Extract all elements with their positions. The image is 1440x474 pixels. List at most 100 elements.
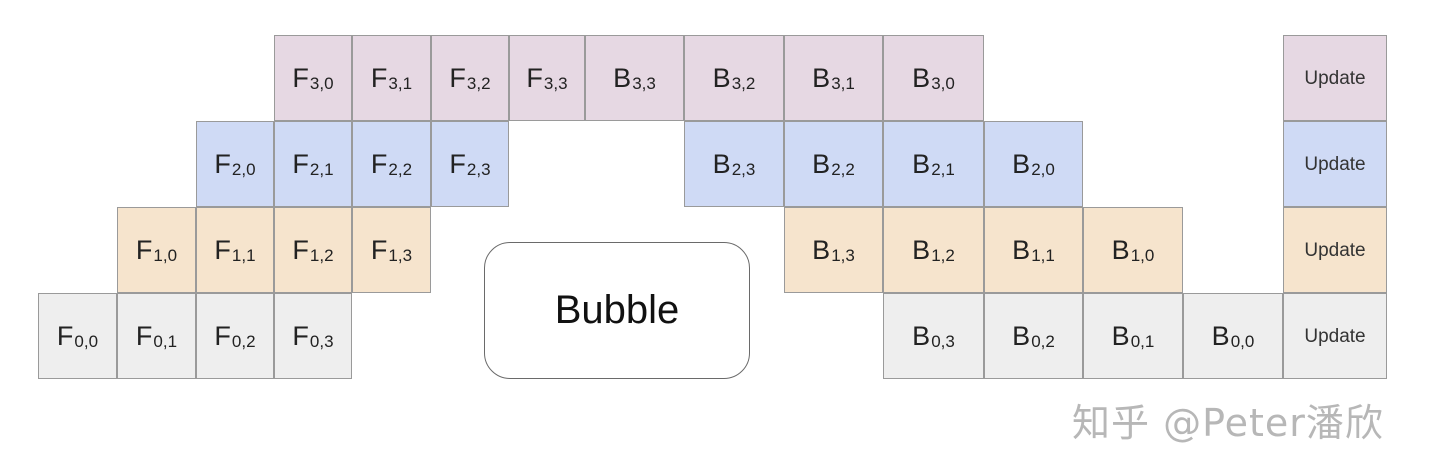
update-cell: Update — [1283, 121, 1387, 207]
cell-op-label: B — [912, 62, 931, 93]
cell-subscript: 2,1 — [309, 159, 334, 179]
cell-subscript: 3,2 — [731, 73, 756, 93]
cell-op-label: F — [370, 234, 388, 265]
cell-op-label: F — [292, 62, 309, 93]
cell-subscript: 1,1 — [1031, 245, 1055, 265]
cell-op-label: B — [812, 62, 831, 93]
cell-subscript: 0,2 — [231, 331, 256, 351]
cell-op-label: Update — [1304, 325, 1366, 347]
cell-subscript: 2,1 — [931, 159, 955, 179]
cell-op-label: Update — [1304, 239, 1366, 261]
cell-subscript: 3,1 — [831, 73, 855, 93]
cell-op-label: F — [214, 148, 231, 179]
cell-op-label: F — [292, 148, 309, 179]
cell-subscript: 3,3 — [543, 73, 568, 93]
cell-subscript: 2,3 — [466, 159, 491, 179]
cell-op-label: F — [292, 234, 309, 265]
cell-op-label: F — [526, 62, 543, 93]
cell-op-label: B — [812, 234, 831, 265]
cell-op-label: F — [370, 62, 388, 93]
watermark-text: 知乎 @Peter潘欣 — [1072, 401, 1384, 445]
bubble-box: Bubble — [484, 242, 750, 379]
cell-op-label: B — [1012, 320, 1031, 351]
cell-op-label: B — [1012, 148, 1031, 179]
cell-subscript: 0,3 — [931, 331, 955, 351]
cell-subscript: 3,1 — [388, 73, 413, 93]
cell-subscript: 1,1 — [231, 245, 256, 265]
cell-subscript: 1,3 — [831, 245, 855, 265]
cell-op-label: B — [1012, 234, 1031, 265]
update-cell: Update — [1283, 293, 1387, 379]
cell-op-label: Update — [1304, 67, 1366, 89]
cell-subscript: 0,3 — [309, 331, 334, 351]
cell-subscript: 1,0 — [1130, 245, 1155, 265]
cell-subscript: 3,0 — [309, 73, 334, 93]
cell-op-label: Update — [1304, 153, 1366, 175]
cell-op-label: F — [449, 148, 466, 179]
cell-op-label: B — [912, 234, 931, 265]
cell-op-label: B — [1211, 320, 1230, 351]
cell-op-label: F — [214, 320, 231, 351]
cell-op-label: F — [370, 148, 388, 179]
update-cell: Update — [1283, 35, 1387, 121]
cell-op-label: F — [135, 320, 153, 351]
cell-subscript: 1,0 — [153, 245, 178, 265]
cell-op-label: F — [449, 62, 466, 93]
cell-op-label: B — [912, 148, 931, 179]
cell-op-label: F — [56, 320, 74, 351]
cell-subscript: 2,0 — [1031, 159, 1055, 179]
cell-subscript: 3,0 — [931, 73, 955, 93]
cell-op-label: F — [214, 234, 231, 265]
cell-subscript: 1,2 — [309, 245, 334, 265]
cell-op-label: B — [1111, 320, 1130, 351]
cell-op-label: B — [812, 148, 831, 179]
cell-subscript: 3,2 — [466, 73, 491, 93]
bubble-label: Bubble — [554, 288, 680, 332]
cell-op-label: B — [1111, 234, 1130, 265]
cell-subscript: 1,3 — [388, 245, 413, 265]
cell-op-label: F — [292, 320, 309, 351]
cell-subscript: 0,1 — [153, 331, 178, 351]
cell-subscript: 2,0 — [231, 159, 256, 179]
cell-subscript: 2,2 — [831, 159, 855, 179]
cell-subscript: 0,2 — [1031, 331, 1055, 351]
cell-subscript: 1,2 — [931, 245, 955, 265]
cell-subscript: 0,0 — [74, 331, 99, 351]
cell-subscript: 3,3 — [632, 73, 656, 93]
cell-op-label: B — [712, 148, 731, 179]
cell-subscript: 0,1 — [1130, 331, 1155, 351]
cell-op-label: F — [135, 234, 153, 265]
cell-subscript: 2,2 — [388, 159, 413, 179]
